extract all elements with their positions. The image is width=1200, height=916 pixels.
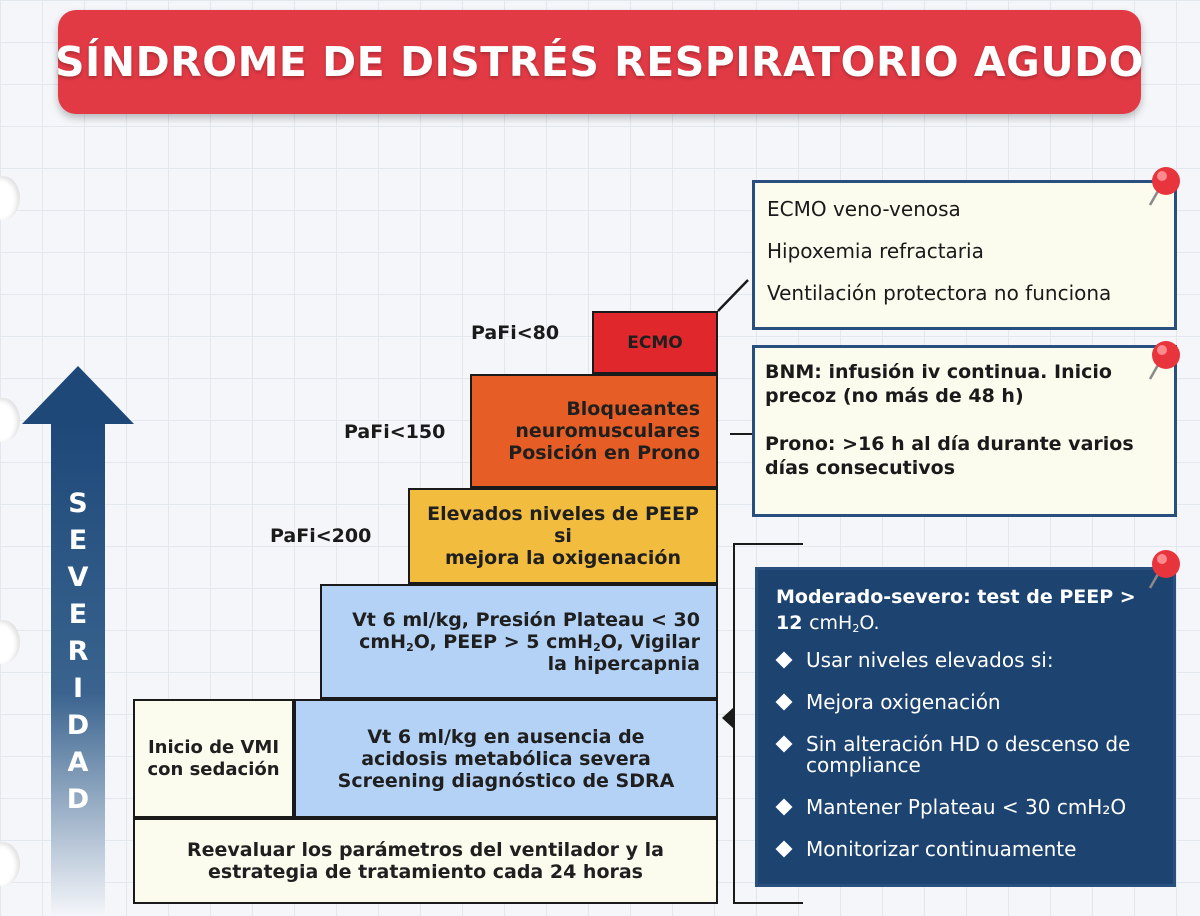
step-vt-line: cmH2O, PEEP > 5 cmH2O, Vigilar [359,630,700,654]
list-item: Monitorizar continuamente [775,839,1159,860]
card-bnm-line: BNM: infusión iv continua. Inicio precoz… [765,361,1112,407]
step-bnm-line: Bloqueantes [566,398,700,420]
bracket-peep-bottom [733,902,803,904]
card-bnm-prono: BNM: infusión iv continua. Inicio precoz… [752,345,1177,517]
bracket-peep-top [733,543,803,545]
bracket-pointer [722,707,734,729]
step-screening: Vt 6 ml/kg en ausencia de acidosis metab… [294,699,718,818]
step-screening-line: Vt 6 ml/kg en ausencia de [367,725,645,748]
list-item: Sin alteración HD o descenso de complian… [775,734,1159,776]
card-ecmo: ECMO veno-venosa Hipoxemia refractaria V… [752,180,1177,330]
step-ecmo-label: ECMO [627,332,683,353]
list-item: Usar niveles elevados si: [775,650,1159,671]
pushpin-icon [1148,167,1180,206]
step-reevaluar: Reevaluar los parámetros del ventilador … [133,818,718,904]
diamond-bullet-icon [775,693,794,711]
binder-hole [0,176,20,220]
step-bnm-line: Posición en Prono [508,442,700,464]
step-vmi-line: Inicio de VMI [147,736,280,758]
connector-bnm [730,433,754,435]
step-inicio-vmi: Inicio de VMI con sedación [133,699,294,818]
pafi-80-label: PaFi<80 [471,322,560,344]
list-item: Mejora oxigenación [775,692,1159,713]
card-peep-test: Moderado-severo: test de PEEP > 12 cmH2O… [755,567,1176,887]
step-peep-line: Elevados niveles de PEEP si [427,503,699,547]
severity-label: SEVERIDAD [62,488,94,821]
card-ecmo-line: ECMO veno-venosa [767,197,961,221]
pafi-200-label: PaFi<200 [270,525,372,547]
step-screening-line: Screening diagnóstico de SDRA [337,769,675,792]
step-bnm-line: neuromusculares [515,420,700,442]
severity-arrow-shaft [51,422,105,916]
list-item: Mantener Pplateau < 30 cmH₂O [775,797,1159,818]
step-bloqueantes-prono: Bloqueantes neuromusculares Posición en … [470,374,718,488]
card-ecmo-line: Ventilación protectora no funciona [767,281,1112,305]
step-vt-line: la hipercapnia [547,652,700,675]
diamond-bullet-icon [775,651,794,669]
pushpin-icon [1148,550,1180,589]
title-banner: SÍNDROME DE DISTRÉS RESPIRATORIO AGUDO [55,10,1144,114]
step-vt-line: Vt 6 ml/kg, Presión Plateau < 30 [352,608,700,631]
step-reeval-text: Reevaluar los parámetros del ventilador … [187,839,664,883]
step-peep-line: mejora la oxigenación [444,547,681,569]
binder-hole [0,620,20,664]
diamond-bullet-icon [775,840,794,858]
binder-hole [0,398,20,442]
binder-hole [0,842,20,886]
pafi-150-label: PaFi<150 [344,421,446,443]
step-vt-plateau: Vt 6 ml/kg, Presión Plateau < 30 cmH2O, … [320,584,718,699]
card-peep-header: Moderado-severo: test de PEEP > 12 cmH2O… [776,586,1136,635]
arrow-up-icon [22,366,134,424]
page-title: SÍNDROME DE DISTRÉS RESPIRATORIO AGUDO [55,38,1144,86]
step-ecmo: ECMO [592,311,718,374]
connector-ecmo [717,279,749,312]
diamond-bullet-icon [775,735,794,753]
card-ecmo-line: Hipoxemia refractaria [767,239,984,263]
step-peep: Elevados niveles de PEEP si mejora la ox… [408,488,718,584]
step-screening-line: acidosis metabólica severa [361,747,651,770]
pushpin-icon [1148,341,1180,380]
step-vmi-line: con sedación [147,758,280,780]
diamond-bullet-icon [775,798,794,816]
card-prono-line: Prono: >16 h al día durante varios días … [765,433,1134,479]
